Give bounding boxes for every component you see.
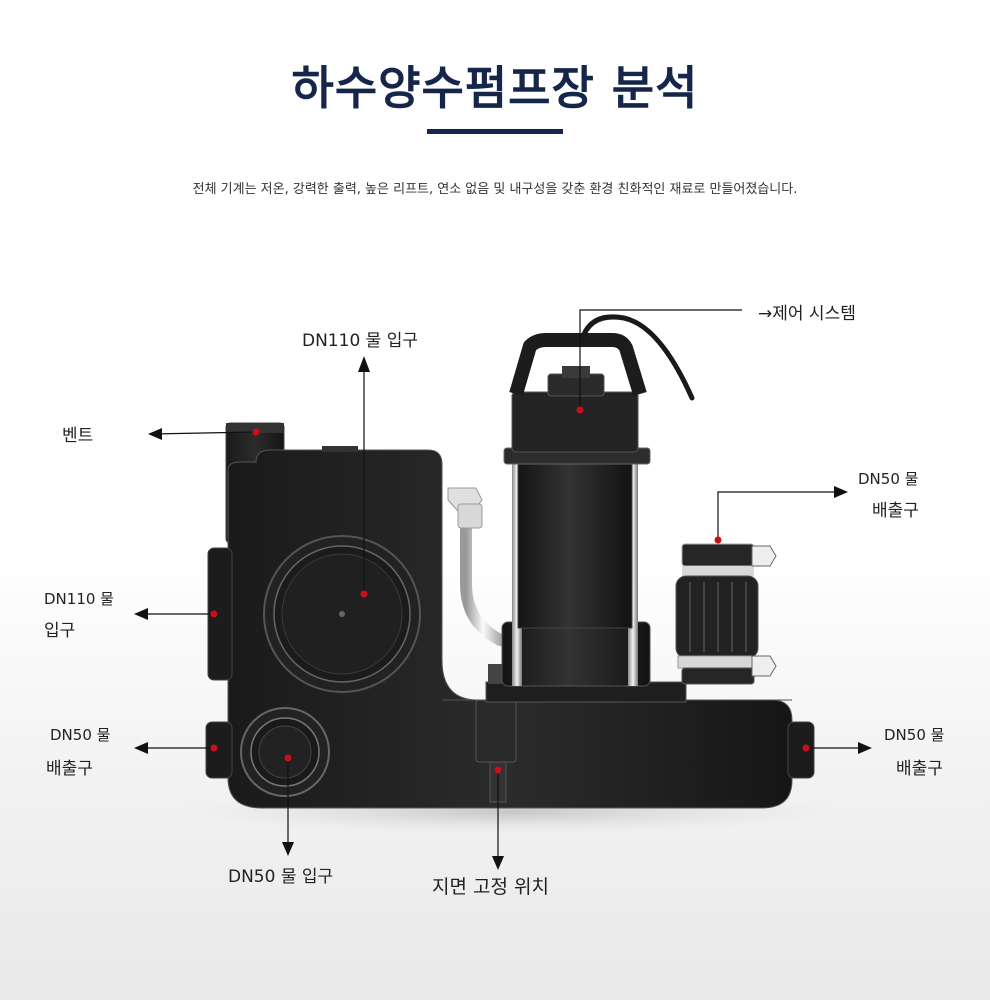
marker-bottom-inlet [284,754,292,762]
bottom-inlet-arrowhead [282,842,294,856]
label-vent: 벤트 [62,426,94,446]
pump-handle [509,333,647,397]
label-right-lower-outlet-line1: DN50 물 [884,726,945,744]
marker-right-upper-outlet [714,536,722,544]
marker-left-outlet [210,744,218,752]
label-right-lower-outlet-line2: 배출구 [896,759,943,779]
title-underline [427,129,563,134]
left-outlet-port [205,721,233,779]
label-top-inlet: DN110 물 입구 [302,331,418,351]
label-right-upper-outlet-line1: DN50 물 [858,470,919,488]
left-outlet-arrowhead [134,742,148,754]
marker-ground-fix [494,766,502,774]
label-left-outlet-line1: DN50 물 [50,726,111,744]
label-left-inlet-line1: DN110 물 [44,590,114,608]
label-ground-fix: 지면 고정 위치 [432,876,549,898]
right-upper-outlet-leader [717,491,840,540]
marker-control [576,406,584,414]
ground-fix-arrowhead [492,856,504,870]
ground-fix-bracket [475,699,517,763]
vent-arrowhead [148,428,162,440]
left-inlet-arrowhead [134,608,148,620]
pump-motor [517,451,633,629]
label-control-system: →제어 시스템 [758,304,856,324]
right-upper-outlet-arrowhead [834,486,848,498]
marker-vent [252,428,260,436]
label-left-inlet-line2: 입구 [44,621,76,641]
label-left-outlet-line2: 배출구 [46,759,93,779]
label-bottom-inlet: DN50 물 입구 [228,867,334,887]
marker-right-lower-outlet [802,744,810,752]
power-cable [579,314,695,401]
marker-left-inlet [210,610,218,618]
right-lower-outlet-arrowhead [858,742,872,754]
vent-leader [151,431,257,435]
pump-volute [501,621,651,687]
marker-top-inlet [360,590,368,598]
discharge-valve-cap [681,543,755,567]
control-leader [579,309,742,408]
label-right-upper-outlet-line2: 배출구 [872,501,919,521]
flexible-pipe [460,500,506,646]
page-subtitle: 전체 기계는 저온, 강력한 출력, 높은 리프트, 연소 없음 및 내구성을 … [192,182,798,197]
right-outlet-port [787,721,815,779]
page-title: 하수양수펌프장 분석 [291,61,699,115]
guide-rod-left [512,462,522,686]
top-inlet-arrowhead [358,356,370,372]
guide-rod-right [628,462,638,686]
